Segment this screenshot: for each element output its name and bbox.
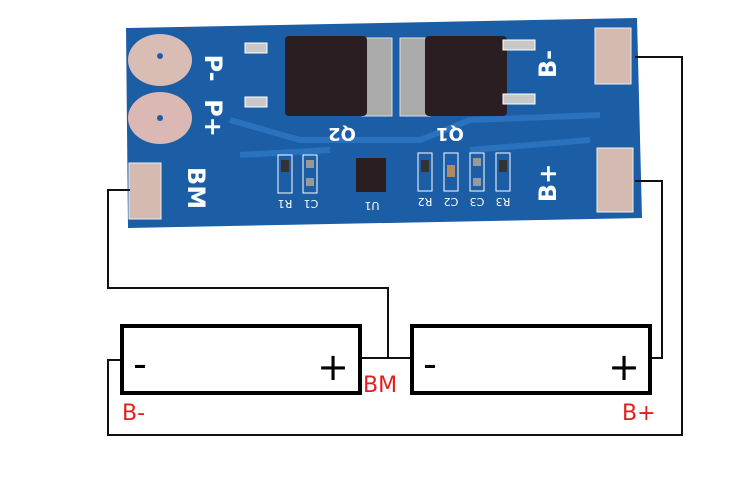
label-c3: C3 [470, 195, 485, 208]
label-p-plus: P+ [199, 99, 227, 137]
label-q1: Q1 [436, 123, 464, 144]
label-b-plus: B+ [534, 164, 562, 202]
battery-2-positive: + [608, 345, 640, 389]
label-r2: R2 [418, 195, 433, 208]
battery-2-negative: - [423, 342, 437, 386]
label-r3: R3 [496, 195, 511, 208]
label-c1: C1 [304, 197, 319, 210]
battery-1-negative: - [133, 342, 147, 386]
mosfet-q2 [244, 36, 393, 117]
label-p-minus: P- [199, 54, 227, 81]
b-plus-pad [596, 147, 634, 213]
wire-b-plus [635, 180, 663, 359]
wire-bm [107, 189, 389, 358]
ic-u1 [356, 158, 386, 192]
bm-pad [128, 162, 162, 220]
label-b-minus: B- [534, 50, 562, 78]
mosfet-q1 [399, 36, 536, 117]
wiring-label-b-minus: B- [122, 401, 145, 426]
p-minus-pad [128, 34, 192, 86]
label-r1: R1 [278, 197, 293, 210]
label-c2: C2 [444, 195, 459, 208]
pcb-board: P- P+ BM B- B+ Q2 Q1 [126, 18, 642, 228]
b-minus-pad [594, 27, 632, 85]
battery-1: - + [120, 324, 362, 395]
battery-2: - + [410, 324, 652, 395]
battery-1-positive: + [317, 345, 349, 389]
wiring-label-bm: BM [363, 373, 397, 398]
label-u1: U1 [364, 199, 379, 212]
wiring-label-b-plus: B+ [622, 401, 656, 426]
label-q2: Q2 [328, 123, 356, 144]
label-bm: BM [182, 167, 210, 209]
wire-b-minus [107, 56, 683, 436]
